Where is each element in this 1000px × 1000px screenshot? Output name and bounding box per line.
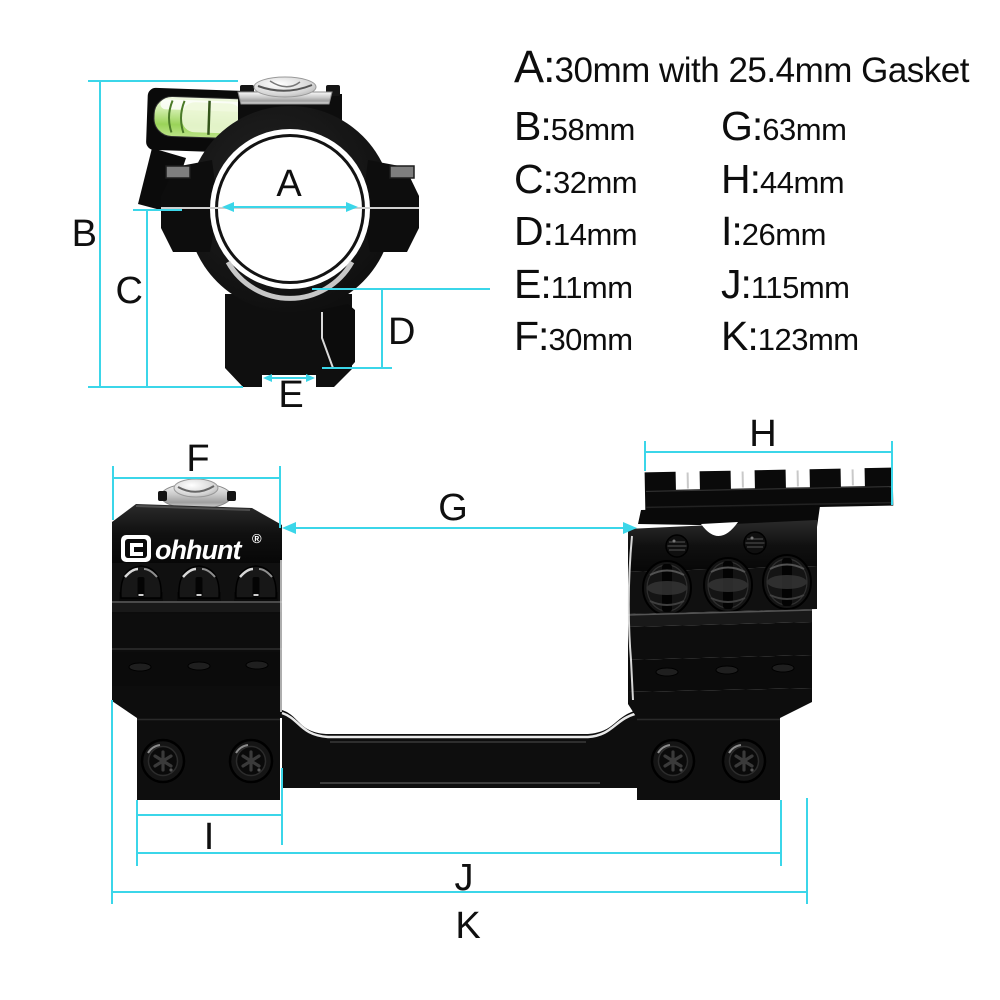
spec-letter: E: — [514, 260, 552, 307]
spec-value: 115mm — [750, 269, 850, 305]
clamp-screw — [762, 554, 812, 610]
spec-letter: J: — [721, 260, 752, 307]
ohhunt-logo: ohhunt ® — [121, 531, 262, 565]
dovetail-base — [225, 294, 355, 387]
dim-d: D — [312, 288, 490, 369]
torx-screw — [721, 738, 767, 784]
level-bracket-arm — [138, 148, 186, 212]
clamp-gap-notch — [701, 522, 738, 537]
spec-letter: D: — [514, 208, 554, 254]
dim-b: B — [72, 80, 243, 388]
top-screw — [237, 76, 340, 105]
spec-row: C:32mm — [514, 155, 721, 211]
spec-letter: B: — [514, 103, 552, 149]
registered-mark: ® — [252, 531, 262, 546]
rail-bracket — [638, 506, 820, 527]
spec-letter: I: — [721, 208, 743, 254]
dim-e: E — [263, 374, 315, 416]
dim-label-h: H — [749, 413, 776, 455]
front-view: B C A D E — [72, 76, 490, 416]
torx-screw — [140, 738, 186, 784]
left-top-screw — [158, 478, 236, 510]
left-ring-tower: ohhunt ® — [112, 478, 282, 800]
set-screw — [665, 534, 689, 558]
dim-label-a: A — [276, 163, 302, 205]
dim-j: J — [136, 800, 782, 899]
spec-value: 58mm — [550, 112, 636, 147]
spec-list: A:30mm with 25.4mm Gasket B:58mm C:32mm … — [514, 42, 996, 368]
clamp-jaw — [320, 304, 355, 370]
level-bubble — [181, 102, 243, 134]
dim-label-e: E — [278, 374, 303, 416]
spec-value: 26mm — [741, 217, 827, 252]
spec-column-left: B:58mm C:32mm D:14mm E:11mm F:30mm — [514, 103, 721, 368]
front-view-dimensions: B C A D E — [72, 80, 490, 416]
brand-text: ohhunt — [155, 535, 242, 565]
dim-label-b: B — [72, 213, 97, 255]
spec-row: H:44mm — [721, 155, 996, 211]
bridge-bar — [281, 710, 639, 788]
spec-row: F:30mm — [514, 313, 721, 368]
spec-letter: A: — [514, 41, 556, 92]
spec-letter: F: — [514, 313, 549, 359]
set-screw — [743, 531, 767, 555]
spec-value: 30mm with 25.4mm Gasket — [554, 51, 970, 90]
dim-k: K — [111, 700, 808, 947]
clamp-bolt-left — [165, 165, 191, 179]
right-ring-cap — [628, 520, 817, 572]
left-ring-cap — [112, 504, 282, 563]
spec-row: I:26mm — [721, 208, 996, 263]
spec-row: D:14mm — [514, 208, 721, 263]
spec-value: 63mm — [762, 112, 847, 147]
dim-label-g: G — [438, 487, 468, 529]
spec-headline: A:30mm with 25.4mm Gasket — [514, 42, 996, 103]
spec-value: 14mm — [553, 217, 638, 252]
spec-letter: K: — [721, 313, 759, 359]
spec-value: 11mm — [550, 269, 633, 305]
side-view: ohhunt ® — [111, 413, 894, 947]
clamp-screw — [703, 557, 753, 613]
spec-letter: C: — [514, 155, 554, 202]
dim-i: I — [137, 768, 283, 858]
dim-label-f: F — [186, 438, 209, 480]
dim-label-d: D — [388, 311, 415, 353]
dim-g: G — [282, 487, 637, 534]
dim-h: H — [644, 413, 893, 505]
spec-row: J:115mm — [721, 260, 996, 316]
spec-column-right: G:63mm H:44mm I:26mm J:115mm K:123mm — [721, 103, 996, 368]
spec-value: 32mm — [553, 164, 638, 200]
spec-row: G:63mm — [721, 103, 996, 158]
dim-f: F — [112, 438, 281, 528]
dim-label-k: K — [455, 905, 480, 947]
spec-letter: H: — [721, 155, 761, 202]
clamp-bolt-right — [389, 165, 415, 179]
torx-screw — [650, 738, 696, 784]
picatinny-rail — [644, 467, 894, 511]
dim-label-c: C — [116, 270, 143, 312]
spec-value: 44mm — [760, 164, 845, 200]
torx-screw — [228, 738, 274, 784]
scope-ring — [161, 94, 419, 312]
right-ring-tower — [627, 467, 894, 800]
clamp-screw — [642, 560, 692, 616]
side-view-dimensions: F G H I J — [111, 413, 893, 947]
spec-letter: G: — [721, 103, 763, 149]
dim-label-i: I — [204, 816, 215, 858]
spec-value: 123mm — [757, 322, 859, 357]
spec-columns: B:58mm C:32mm D:14mm E:11mm F:30mm G:63m… — [514, 103, 996, 368]
dim-label-j: J — [455, 857, 474, 899]
dim-a: A — [222, 163, 358, 212]
spec-row: B:58mm — [514, 103, 721, 158]
spec-row: E:11mm — [514, 260, 721, 316]
spec-row: K:123mm — [721, 313, 996, 368]
dim-c: C — [116, 209, 182, 387]
spec-value: 30mm — [548, 322, 633, 357]
